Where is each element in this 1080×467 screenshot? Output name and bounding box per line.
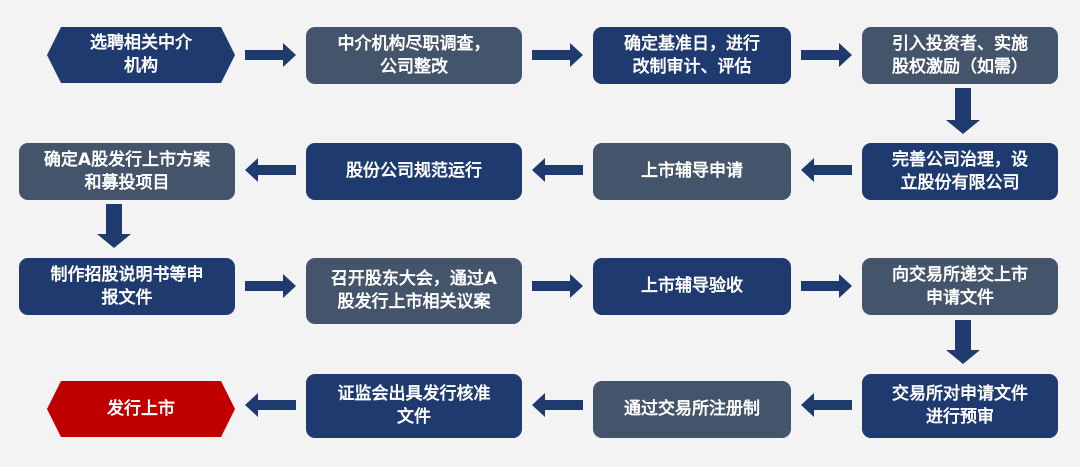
- step-tutoring-acceptance: 上市辅导验收: [593, 258, 791, 315]
- step-csrc-approval: 证监会出具发行核准 文件: [306, 374, 522, 438]
- arrow-left-icon: [245, 393, 296, 417]
- step-standard-operation: 股份公司规范运行: [306, 143, 522, 200]
- step-submit-application: 向交易所递交上市 申请文件: [862, 258, 1058, 315]
- step-label: 发行上市: [107, 398, 175, 419]
- step-tutoring-application: 上市辅导申请: [593, 143, 791, 200]
- step-due-diligence: 中介机构尽职调查， 公司整改: [306, 27, 522, 84]
- step-prospectus: 制作招股说明书等申 报文件: [19, 258, 235, 315]
- step-label: 选聘相关中介 机构: [90, 33, 192, 76]
- step-label: 股份公司规范运行: [346, 161, 482, 181]
- arrow-right-icon: [245, 274, 296, 298]
- step-shareholder-meeting: 召开股东大会，通过A 股发行上市相关议案: [306, 258, 522, 324]
- step-label: 完善公司治理，设 立股份有限公司: [892, 149, 1028, 193]
- arrow-right-icon: [532, 274, 583, 298]
- step-label: 通过交易所注册制: [624, 399, 760, 419]
- step-hire-intermediaries: 选聘相关中介 机构: [47, 27, 235, 83]
- arrow-down-icon: [97, 204, 131, 248]
- step-a-share-plan: 确定A股发行上市方案 和募投项目: [19, 143, 235, 200]
- step-label: 上市辅导验收: [641, 276, 743, 296]
- step-audit-valuation: 确定基准日，进行 改制审计、评估: [593, 27, 791, 84]
- step-label: 确定A股发行上市方案 和募投项目: [43, 149, 211, 193]
- step-label: 确定基准日，进行 改制审计、评估: [624, 33, 760, 77]
- step-label: 证监会出具发行核准 文件: [337, 384, 491, 427]
- arrow-left-icon: [245, 158, 296, 182]
- arrow-down-icon: [946, 88, 980, 134]
- step-label: 召开股东大会，通过A 股发行上市相关议案: [330, 269, 498, 312]
- step-label: 向交易所递交上市 申请文件: [892, 264, 1028, 308]
- hexagon-shape: [47, 27, 235, 83]
- arrow-left-icon: [801, 393, 852, 417]
- step-pre-review: 交易所对申请文件 进行预审: [862, 374, 1058, 438]
- arrow-left-icon: [532, 158, 583, 182]
- step-registration: 通过交易所注册制: [593, 381, 791, 438]
- arrow-down-icon: [946, 320, 980, 364]
- step-label: 引入投资者、实施 股权激励（如需）: [892, 33, 1028, 77]
- arrow-right-icon: [245, 43, 296, 67]
- arrow-right-icon: [801, 274, 852, 298]
- step-label: 上市辅导申请: [641, 161, 743, 181]
- step-label: 制作招股说明书等申 报文件: [50, 264, 204, 308]
- step-investors-incentives: 引入投资者、实施 股权激励（如需）: [862, 27, 1058, 84]
- arrow-right-icon: [801, 43, 852, 67]
- arrow-right-icon: [532, 43, 583, 67]
- step-label: 交易所对申请文件 进行预审: [892, 384, 1028, 427]
- step-issuance-listing: 发行上市: [47, 381, 235, 437]
- arrow-left-icon: [801, 158, 852, 182]
- step-establish-company: 完善公司治理，设 立股份有限公司: [862, 143, 1058, 200]
- hexagon-shape: [47, 381, 235, 437]
- arrow-left-icon: [532, 393, 583, 417]
- step-label: 中介机构尽职调查， 公司整改: [337, 33, 491, 77]
